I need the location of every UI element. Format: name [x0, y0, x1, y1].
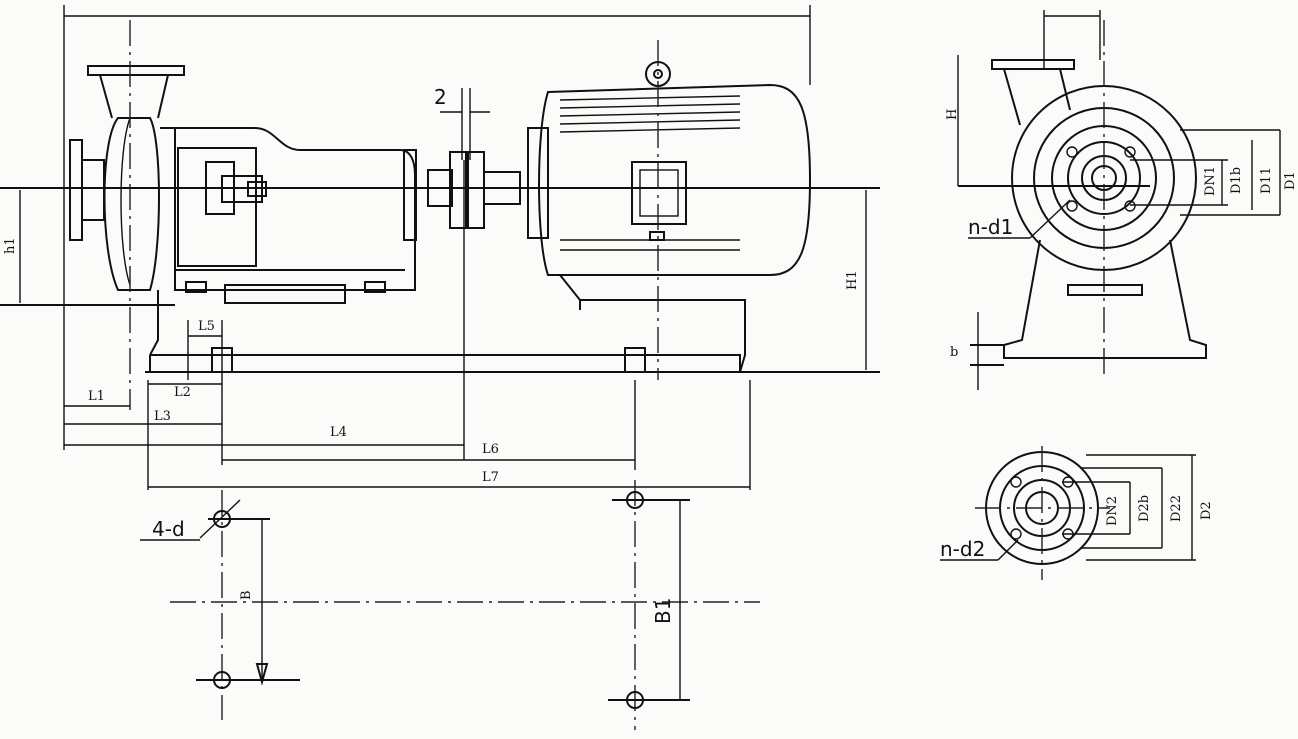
pump-volute-casing: [103, 117, 160, 291]
label-L1: L1: [88, 389, 105, 404]
label-B1: B1: [651, 598, 675, 624]
label-n-d1: n-d1: [968, 215, 1013, 239]
coupling: [427, 88, 521, 460]
side-elevation-view: h1 H1 2 L5 L2 L1 L3 L4 L6 L7: [0, 5, 880, 490]
label-H1: H1: [845, 270, 860, 290]
label-b: b: [950, 345, 958, 360]
label-D1: D1: [1283, 171, 1298, 190]
label-n-d2: n-d2: [940, 537, 985, 561]
end-view: H DN1 D1b D11 D1 n-d1 b: [945, 10, 1298, 390]
label-L2: L2: [174, 385, 191, 400]
pump-discharge-flange: [87, 65, 185, 119]
label-h1: h1: [3, 237, 18, 254]
label-D22: D22: [1169, 495, 1184, 522]
label-D1b: D1b: [1229, 167, 1244, 194]
label-L3: L3: [154, 409, 171, 424]
label-D11: D11: [1259, 167, 1274, 194]
label-L6: L6: [482, 442, 499, 457]
label-4-d: 4-d: [152, 517, 185, 541]
pump-bearing-bracket: [160, 127, 417, 304]
label-DN1: DN1: [1203, 166, 1218, 196]
label-L7: L7: [482, 470, 499, 485]
label-L4: L4: [330, 425, 347, 440]
label-L5: L5: [198, 319, 215, 334]
outlet-flange-view: DN2 D2b D22 D2 n-d2: [940, 446, 1214, 580]
label-D2: D2: [1199, 501, 1214, 520]
label-B: B: [239, 590, 254, 600]
label-D2b: D2b: [1137, 495, 1152, 522]
label-H: H: [945, 109, 960, 120]
anchor-bolt-plan: B B1 4-d: [140, 480, 760, 730]
pump-suction-flange: [69, 139, 105, 241]
label-DN2: DN2: [1105, 496, 1120, 526]
electric-motor: [527, 61, 812, 373]
label-coupling-gap: 2: [434, 85, 447, 109]
